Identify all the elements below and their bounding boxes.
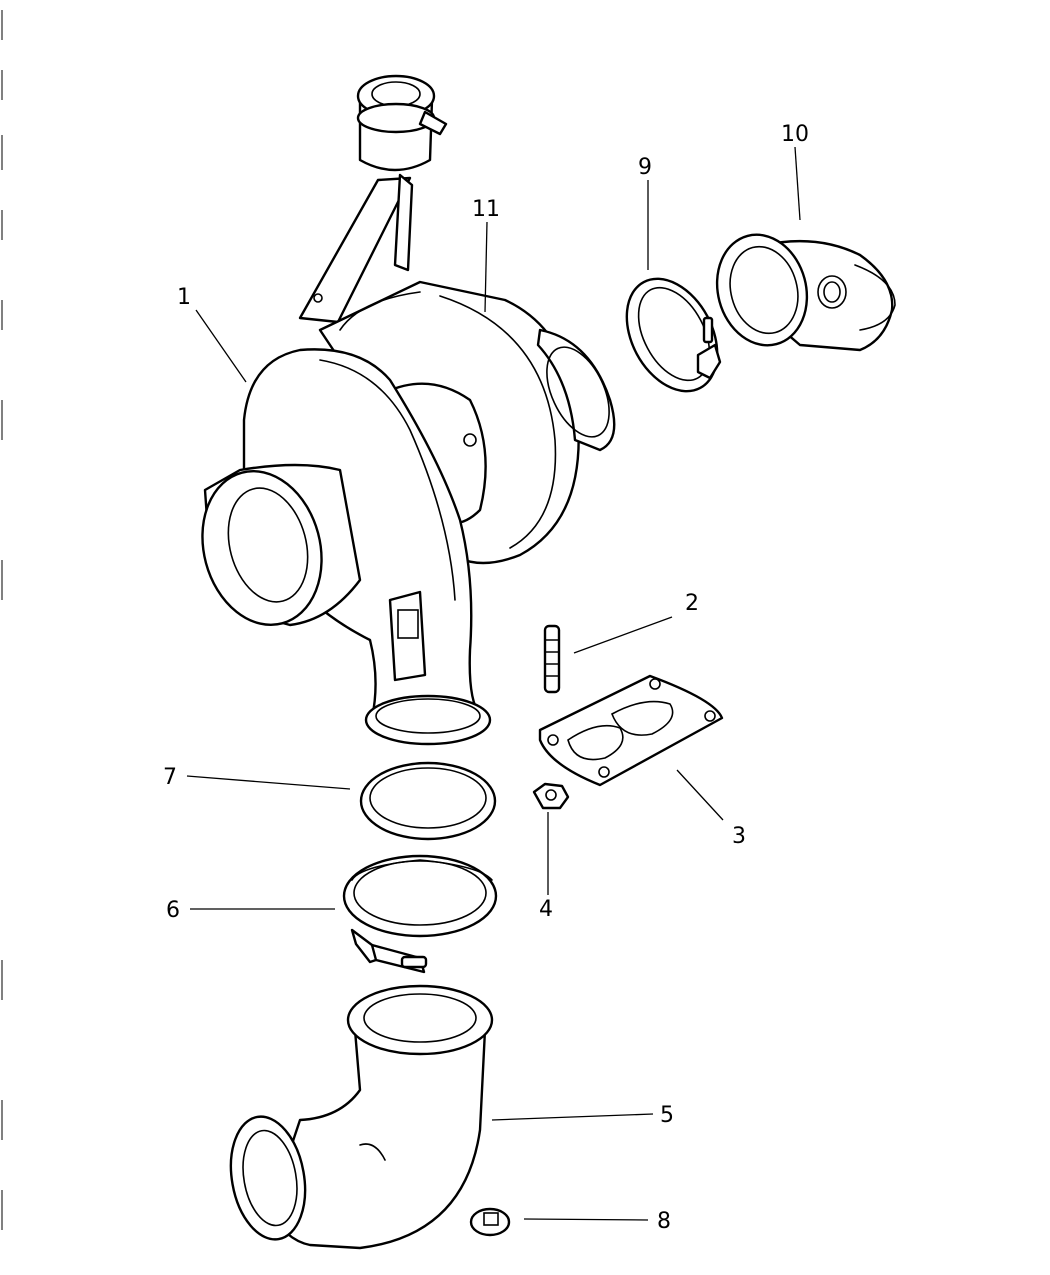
callout-9: 9 [638,155,652,180]
callout-labels: 1 2 3 4 5 6 7 8 9 10 11 [163,122,809,1234]
drain-plug [469,1207,511,1237]
leader-7 [186,775,351,790]
callout-10: 10 [781,122,809,147]
leader-3 [676,769,724,821]
callout-3: 3 [732,824,746,849]
v-band-clamp [342,854,498,974]
nut [532,782,570,810]
outlet-adapter [715,233,896,352]
leader-11 [484,221,488,313]
callout-6: 6 [166,898,180,923]
leader-5 [491,1113,654,1121]
leader-lines [186,146,801,1221]
elbow-pipe [229,984,494,1250]
gasket [538,674,724,787]
callout-2: 2 [685,591,699,616]
leader-2 [573,616,673,654]
callout-11: 11 [472,197,500,222]
leader-1 [195,309,247,383]
callout-5: 5 [660,1103,674,1128]
callout-8: 8 [657,1209,671,1234]
callout-1: 1 [177,285,191,310]
seal-ring [359,761,497,841]
leader-10 [794,146,801,221]
callout-7: 7 [163,765,177,790]
leader-8 [523,1218,649,1221]
turbocharger-assembly [201,74,616,746]
upper-v-band-clamp [625,277,722,393]
stud [543,624,561,694]
callout-4: 4 [539,897,553,922]
